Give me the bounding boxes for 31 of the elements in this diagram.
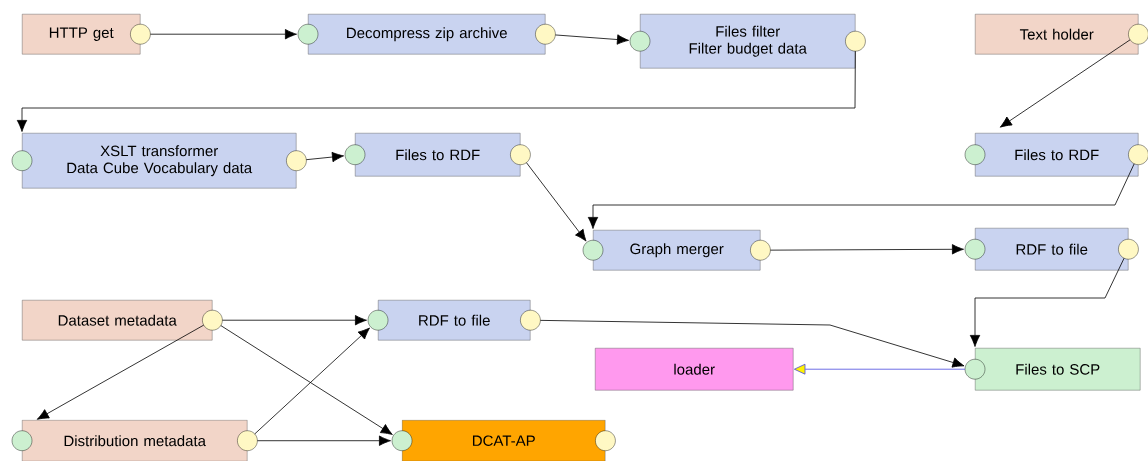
process-box: RDF to file xyxy=(367,300,541,341)
arrow xyxy=(305,151,344,163)
process-box: Text holder xyxy=(975,14,1148,55)
arrow xyxy=(969,257,1125,347)
process-box: Files to RDF xyxy=(964,133,1148,177)
process-box: Files to SCP xyxy=(964,348,1141,391)
process-box: XSLT transformer Data Cube Vocabulary data xyxy=(11,133,307,189)
arrow xyxy=(16,50,856,132)
arrow xyxy=(257,435,391,446)
arrow xyxy=(254,327,370,435)
process-box: DCAT-AP xyxy=(391,420,616,461)
arrow xyxy=(222,315,367,326)
process-box: Decompress zip archive xyxy=(297,14,556,55)
process-box: Files to RDF xyxy=(344,133,531,177)
arrow xyxy=(770,244,964,255)
process-box: Dataset metadata xyxy=(22,300,223,341)
arrow xyxy=(587,163,1135,229)
arrow xyxy=(540,319,965,368)
process-box: loader xyxy=(595,348,794,391)
arrow xyxy=(555,34,629,45)
process-box: Graph merger xyxy=(582,230,771,271)
arrow xyxy=(526,162,587,242)
arrow xyxy=(999,39,1131,128)
arrow xyxy=(36,324,205,420)
arrow xyxy=(150,29,297,40)
process-box: RDF to file xyxy=(964,228,1139,271)
connector xyxy=(793,363,966,375)
arrow xyxy=(220,325,393,435)
process-box: Distribution metadata xyxy=(11,420,258,461)
process-box: HTTP get xyxy=(22,14,151,55)
process-box: Files filter Filter budget data xyxy=(629,14,866,69)
